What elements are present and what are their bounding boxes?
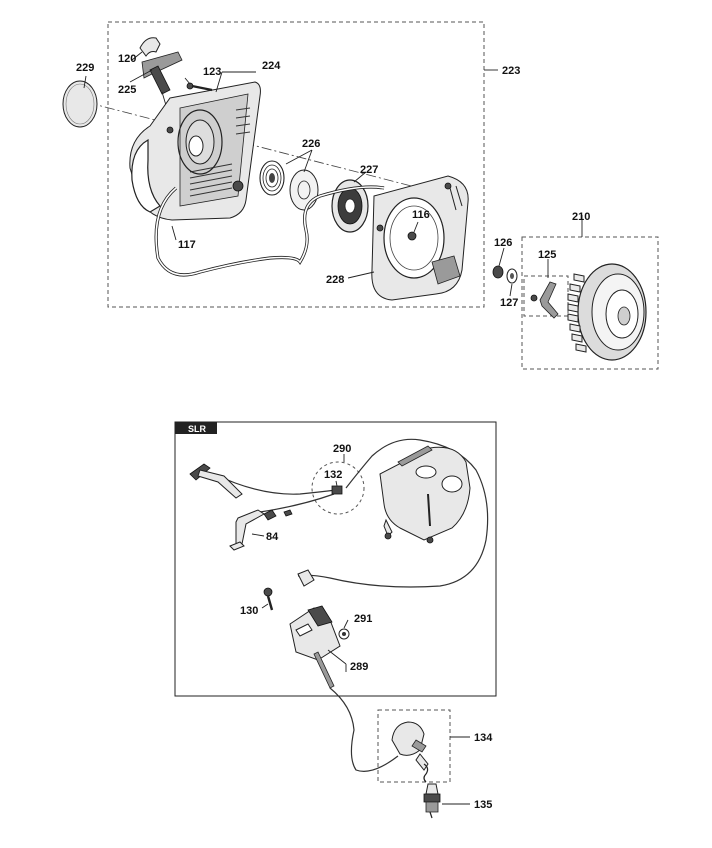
callout-134: 134	[474, 732, 493, 744]
slr-group-box	[174, 421, 497, 697]
part-135-spark-plug[interactable]	[423, 783, 441, 819]
leader-130	[261, 603, 269, 609]
callout-120: 120	[118, 53, 136, 65]
leader-120	[131, 51, 143, 61]
leader-126	[498, 247, 505, 267]
callout-125: 125	[538, 249, 556, 261]
leader-127	[509, 283, 513, 297]
group-circle-290	[311, 461, 365, 515]
part-126-nut[interactable]	[492, 265, 504, 279]
callout-228: 228	[326, 274, 344, 286]
part-117-starter-rope[interactable]	[154, 185, 385, 277]
callout-132: 132	[324, 469, 342, 481]
slr-tag: SLR	[175, 422, 217, 434]
leader-132	[335, 480, 338, 487]
ht-lead-wire[interactable]	[329, 687, 399, 772]
slr-tag-label: SLR	[188, 424, 207, 434]
part-134-spark-plug-cap[interactable]	[391, 721, 429, 783]
part-125-pawl[interactable]	[530, 281, 559, 319]
part-228-starter-cover[interactable]	[371, 175, 469, 301]
callout-223: 223	[502, 65, 520, 77]
group-box-223	[107, 21, 485, 308]
part-291-nut[interactable]	[338, 628, 350, 640]
leader-225	[129, 69, 153, 83]
leader-228	[347, 271, 375, 279]
leader-123	[184, 77, 191, 85]
callout-117: 117	[178, 239, 196, 251]
callout-224: 224	[262, 60, 281, 72]
leader-117	[171, 225, 177, 241]
part-123-screw[interactable]	[186, 82, 213, 92]
callout-135: 135	[474, 799, 492, 811]
callout-116: 116	[412, 209, 430, 221]
part-132-connector[interactable]	[331, 485, 343, 495]
callout-229: 229	[76, 62, 94, 74]
leader-84	[251, 533, 265, 537]
group-box-134	[377, 709, 451, 783]
leader-224	[215, 71, 256, 93]
leader-116	[413, 221, 419, 233]
part-289-ignition-module[interactable]	[289, 569, 341, 689]
part-227-rope-pulley[interactable]	[331, 179, 369, 233]
leader-229	[83, 75, 87, 89]
callout-226: 226	[302, 138, 320, 150]
group-box-210	[521, 236, 659, 370]
part-130-screw[interactable]	[263, 587, 274, 611]
wire-harness[interactable]	[213, 438, 489, 588]
part-210-flywheel[interactable]	[567, 263, 647, 361]
part-ignition-cover[interactable]	[379, 445, 471, 544]
callout-291: 291	[354, 613, 372, 625]
part-127-washer[interactable]	[506, 268, 518, 284]
leader-227	[353, 171, 367, 183]
callout-227: 227	[360, 164, 378, 176]
callout-210: 210	[572, 211, 590, 223]
callout-130: 130	[240, 605, 258, 617]
leader-226	[285, 149, 313, 173]
part-84-switch-bracket[interactable]	[189, 463, 293, 551]
callout-290: 290	[333, 443, 351, 455]
part-224-fan-housing[interactable]	[129, 81, 261, 221]
callout-84: 84	[266, 531, 279, 543]
callout-123: 123	[203, 66, 221, 78]
callout-126: 126	[494, 237, 512, 249]
assembly-axis-line	[69, 97, 451, 197]
leader-289	[327, 649, 347, 672]
leader-291	[343, 619, 349, 629]
part-229-cover-disk[interactable]	[62, 80, 98, 128]
callout-225: 225	[118, 84, 136, 96]
callout-127: 127	[500, 297, 518, 309]
callout-289: 289	[350, 661, 368, 673]
